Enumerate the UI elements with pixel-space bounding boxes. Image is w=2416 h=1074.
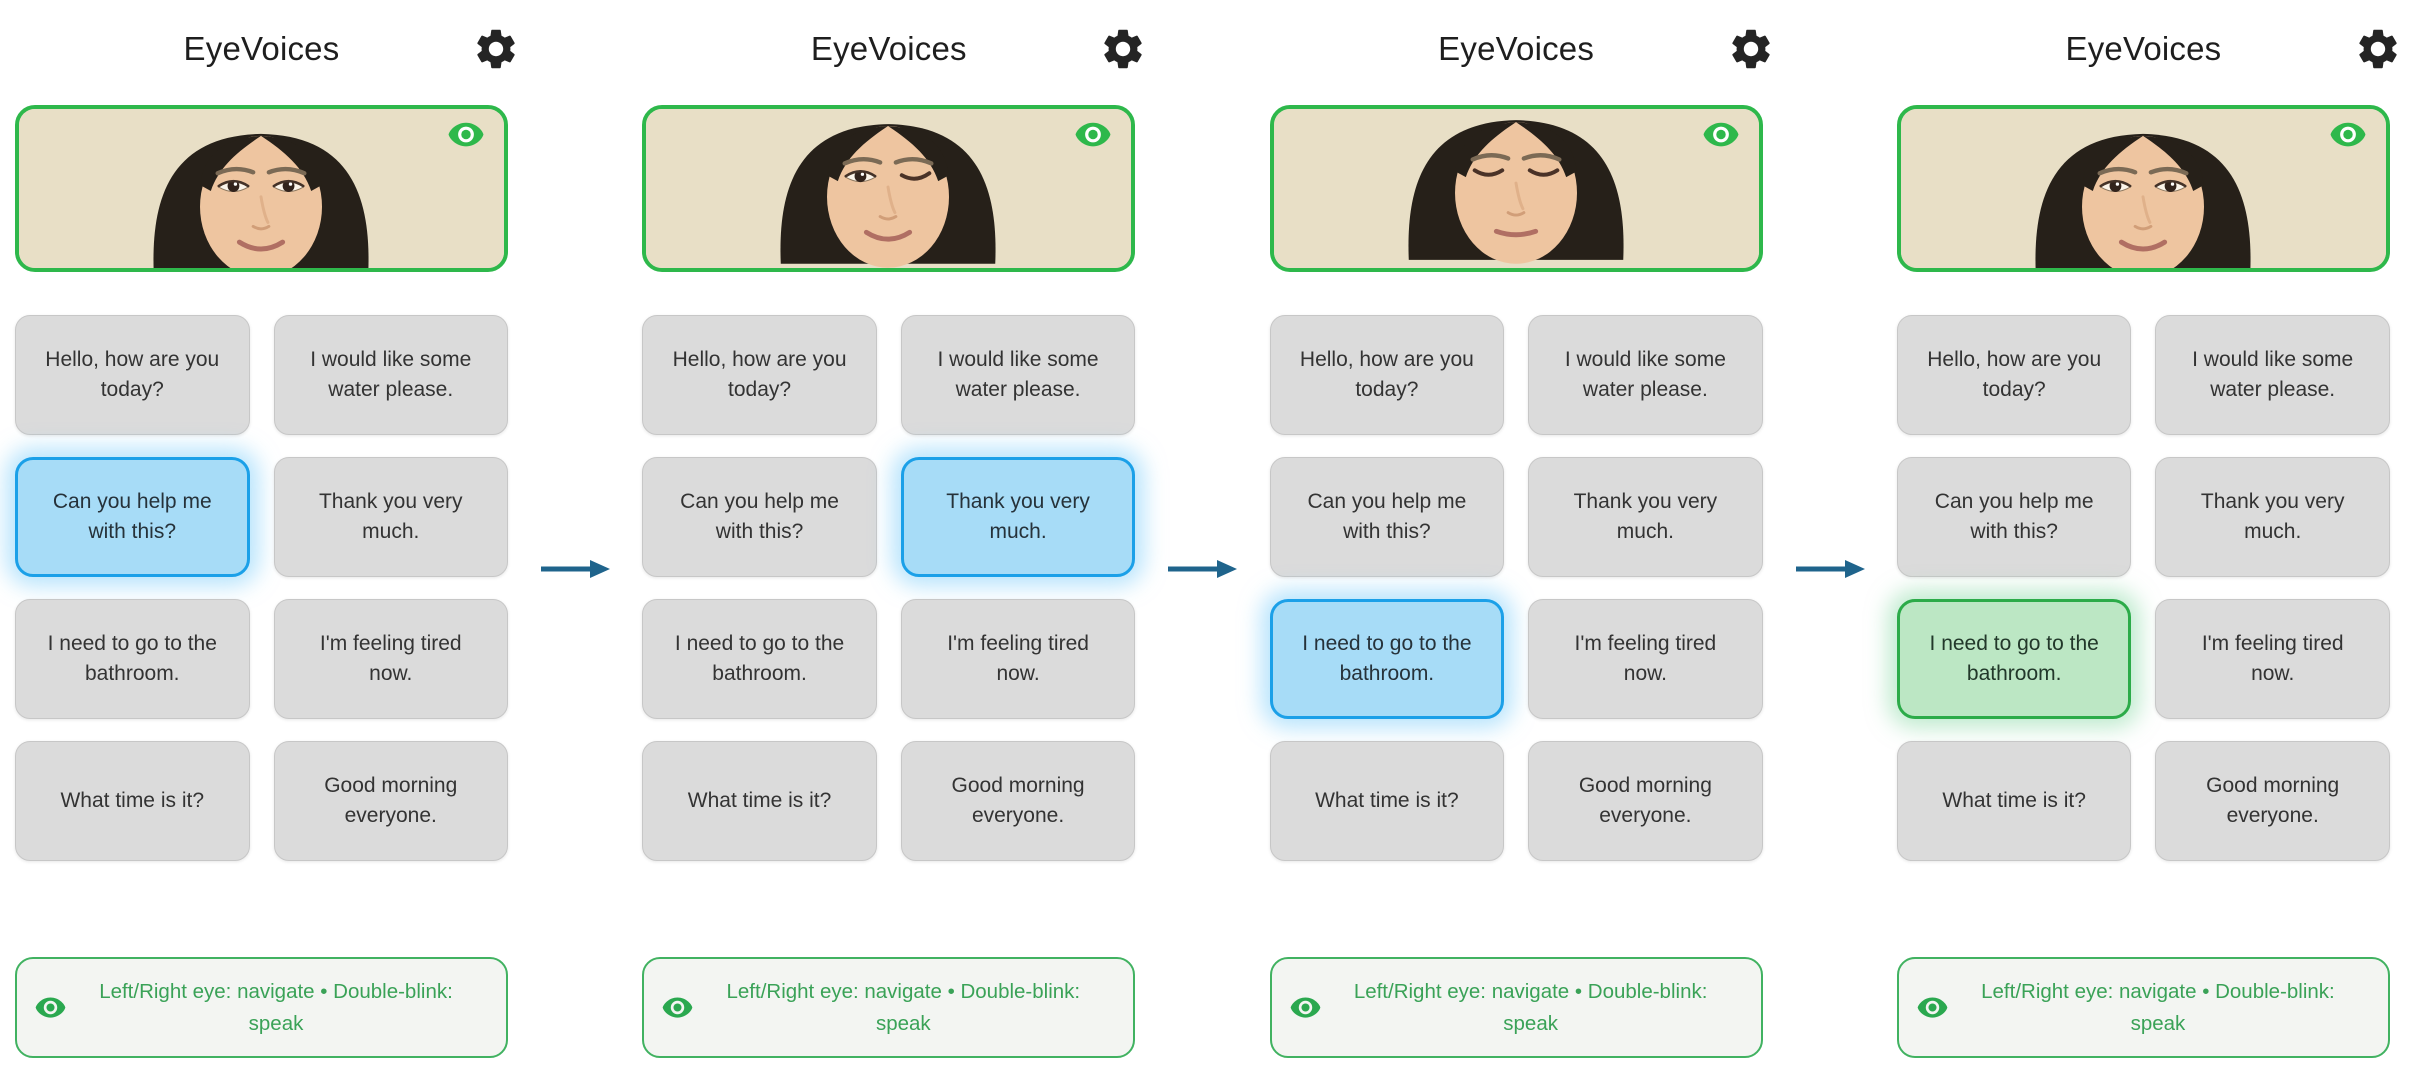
mouth-smile	[236, 239, 286, 252]
phrase-grid: Hello, how are you today? I would like s…	[642, 315, 1136, 861]
face-group	[1408, 120, 1624, 264]
phrase-button[interactable]: Good morning everyone.	[2155, 741, 2390, 861]
phrase-button[interactable]: I need to go to the bathroom.	[15, 599, 250, 719]
eyes-closed	[1472, 168, 1559, 177]
user-face-image	[19, 109, 504, 268]
phrase-button[interactable]: Thank you very much.	[1528, 457, 1763, 577]
phrase-grid: Hello, how are you today? I would like s…	[15, 315, 508, 861]
phrase-button[interactable]: Can you help me with this?	[15, 457, 250, 577]
phrase-button[interactable]: Thank you very much.	[2155, 457, 2390, 577]
phrase-button[interactable]: What time is it?	[15, 741, 250, 861]
phrase-button[interactable]: Thank you very much.	[273, 457, 508, 577]
hint-text: Left/Right eye: navigate • Double-blink:…	[1353, 979, 1708, 1035]
eye-icon	[662, 997, 693, 1018]
phrase-button[interactable]: I would like some water please.	[1528, 315, 1763, 435]
phrase-button[interactable]: Can you help me with this?	[642, 457, 877, 577]
phrase-button[interactable]: Good morning everyone.	[273, 741, 508, 861]
phrase-button[interactable]: I need to go to the bathroom.	[1269, 599, 1505, 719]
mouth-smile	[2118, 239, 2168, 252]
phrase-grid: Hello, how are you today? I would like s…	[1269, 315, 1763, 861]
hint-bar: Left/Right eye: navigate • Double-blink:…	[642, 957, 1136, 1058]
phrase-button[interactable]: I need to go to the bathroom.	[642, 599, 877, 719]
phrase-button[interactable]: Can you help me with this?	[1896, 457, 2132, 577]
phrase-button[interactable]: I would like some water please.	[2155, 315, 2390, 435]
settings-gear-icon[interactable]	[472, 25, 520, 73]
hint-bar: Left/Right eye: navigate • Double-blink:…	[1269, 957, 1763, 1058]
flow-arrow-right-icon	[1167, 558, 1238, 580]
mouth-smile	[864, 229, 913, 242]
app-title: EyeVoices	[810, 30, 967, 67]
hint-text: Left/Right eye: navigate • Double-blink:…	[99, 979, 453, 1035]
phrase-button[interactable]: Hello, how are you today?	[1896, 315, 2132, 435]
eye-tracking-active-icon	[2330, 122, 2366, 147]
eyes-open	[2099, 179, 2187, 192]
eye-tracking-active-icon	[1075, 122, 1111, 147]
user-face-image	[646, 109, 1132, 268]
phrase-button[interactable]: I would like some water please.	[273, 315, 508, 435]
camera-view	[1269, 105, 1763, 272]
settings-gear-icon[interactable]	[1099, 25, 1147, 73]
hint-bar: Left/Right eye: navigate • Double-blink:…	[1896, 957, 2390, 1058]
eye-icon	[1917, 997, 1948, 1018]
panel-step-1: EyeVoices	[15, 0, 515, 1058]
settings-gear-icon[interactable]	[1727, 25, 1775, 73]
eye-tracking-active-icon	[1703, 122, 1739, 147]
app-header: EyeVoices	[1270, 18, 1770, 80]
phrase-button[interactable]: Good morning everyone.	[900, 741, 1136, 861]
eye-tracking-active-icon	[448, 122, 484, 147]
phrase-button[interactable]: What time is it?	[642, 741, 877, 861]
phrase-button[interactable]: Hello, how are you today?	[15, 315, 250, 435]
phrase-button[interactable]: I'm feeling tired now.	[273, 599, 508, 719]
eye-icon	[35, 997, 66, 1018]
eye-icon	[1290, 997, 1320, 1018]
phrase-grid: Hello, how are you today? I would like s…	[1896, 315, 2390, 861]
app-title: EyeVoices	[1438, 30, 1595, 67]
phrase-button[interactable]: I'm feeling tired now.	[1528, 599, 1763, 719]
phrase-button[interactable]: Can you help me with this?	[1269, 457, 1505, 577]
eyes-open	[217, 179, 305, 192]
face-group	[153, 133, 369, 268]
flow-arrow-right-icon	[540, 558, 611, 580]
hint-text: Left/Right eye: navigate • Double-blink:…	[1981, 979, 2335, 1035]
hint-text: Left/Right eye: navigate • Double-blink:…	[726, 979, 1081, 1035]
app-title: EyeVoices	[2065, 30, 2222, 67]
face-group	[780, 124, 996, 268]
face-group	[2035, 133, 2251, 268]
camera-view	[642, 105, 1136, 272]
phrase-button[interactable]: Hello, how are you today?	[1269, 315, 1505, 435]
phrase-button[interactable]: Hello, how are you today?	[642, 315, 877, 435]
flow-arrow-right-icon	[1795, 558, 1865, 580]
settings-gear-icon[interactable]	[2354, 25, 2402, 73]
mouth-neutral	[1493, 228, 1538, 238]
phrase-button[interactable]: I would like some water please.	[900, 315, 1136, 435]
panel-step-3: EyeVoices	[1269, 0, 1770, 1058]
user-face-image	[1900, 109, 2386, 268]
panel-step-2: EyeVoices	[642, 0, 1142, 1058]
phrase-button[interactable]: Thank you very much.	[900, 457, 1136, 577]
camera-view	[1896, 105, 2390, 272]
app-header: EyeVoices	[1897, 18, 2397, 80]
app-header: EyeVoices	[15, 18, 515, 80]
panel-step-4: EyeVoices	[1896, 0, 2397, 1058]
user-face-image	[1273, 109, 1759, 268]
camera-view	[15, 105, 508, 272]
phrase-button[interactable]: What time is it?	[1269, 741, 1505, 861]
app-header: EyeVoices	[642, 18, 1142, 80]
app-title: EyeVoices	[183, 30, 340, 67]
phrase-button[interactable]: I need to go to the bathroom.	[1896, 599, 2132, 719]
hint-bar: Left/Right eye: navigate • Double-blink:…	[15, 957, 508, 1058]
eyes-wink	[844, 170, 932, 183]
phrase-button[interactable]: Good morning everyone.	[1528, 741, 1763, 861]
phrase-button[interactable]: I'm feeling tired now.	[900, 599, 1136, 719]
phrase-button[interactable]: What time is it?	[1896, 741, 2132, 861]
phrase-button[interactable]: I'm feeling tired now.	[2155, 599, 2390, 719]
